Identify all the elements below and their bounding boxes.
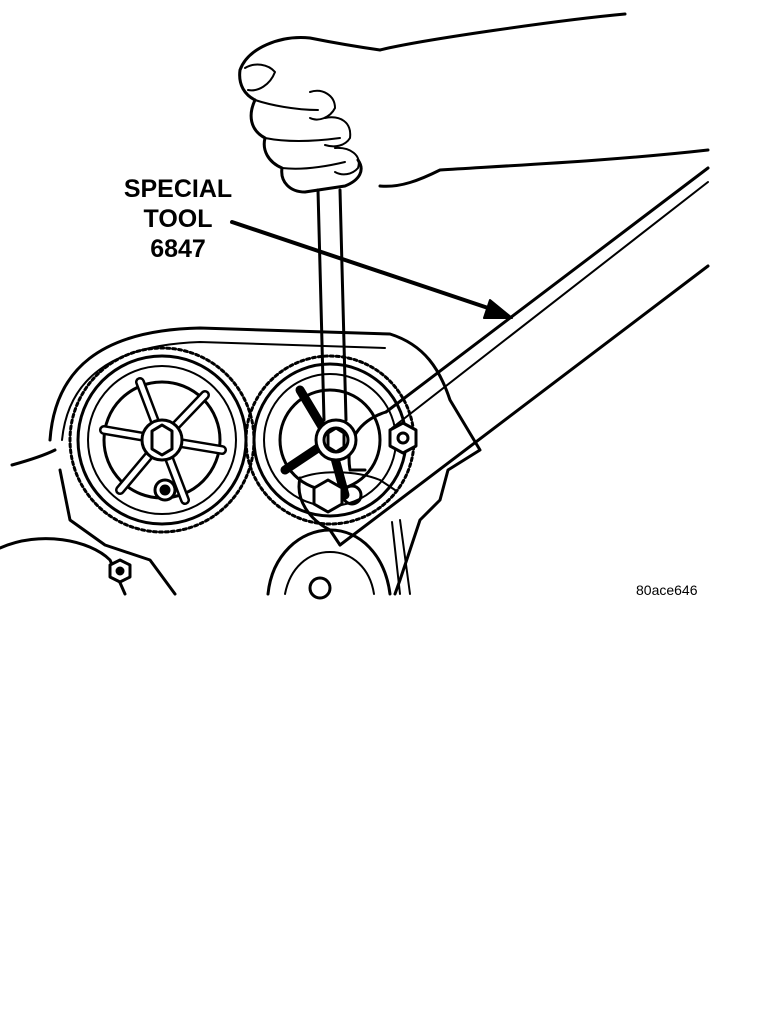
special-tool-callout: SPECIAL TOOL 6847 xyxy=(108,174,248,264)
engine-left-edge xyxy=(10,448,57,467)
timing-cover-inner xyxy=(61,341,386,441)
lower-cam-nut-icon xyxy=(312,478,344,514)
timing-cover-outline xyxy=(48,326,482,596)
hand-icon xyxy=(238,12,710,194)
idler-pulley xyxy=(266,528,392,600)
left-sprocket-bolt-icon xyxy=(150,423,174,457)
tool-pivot-nut-icon xyxy=(388,421,418,455)
callout-leader-line xyxy=(230,220,502,314)
cover-lower-bracket xyxy=(58,468,177,596)
callout-line-1: SPECIAL xyxy=(123,175,233,203)
callout-line-3: 6847 xyxy=(150,235,206,263)
figure-id: 80ace646 xyxy=(636,582,698,598)
callout-line-2: TOOL xyxy=(143,205,213,233)
cover-right-channel xyxy=(391,519,411,595)
engine-lower-left xyxy=(0,537,127,596)
special-tool-6847 xyxy=(297,166,710,547)
callout-arrowhead-icon xyxy=(483,299,513,319)
socket-wrench xyxy=(314,188,358,462)
left-camshaft-sprocket xyxy=(68,346,256,534)
